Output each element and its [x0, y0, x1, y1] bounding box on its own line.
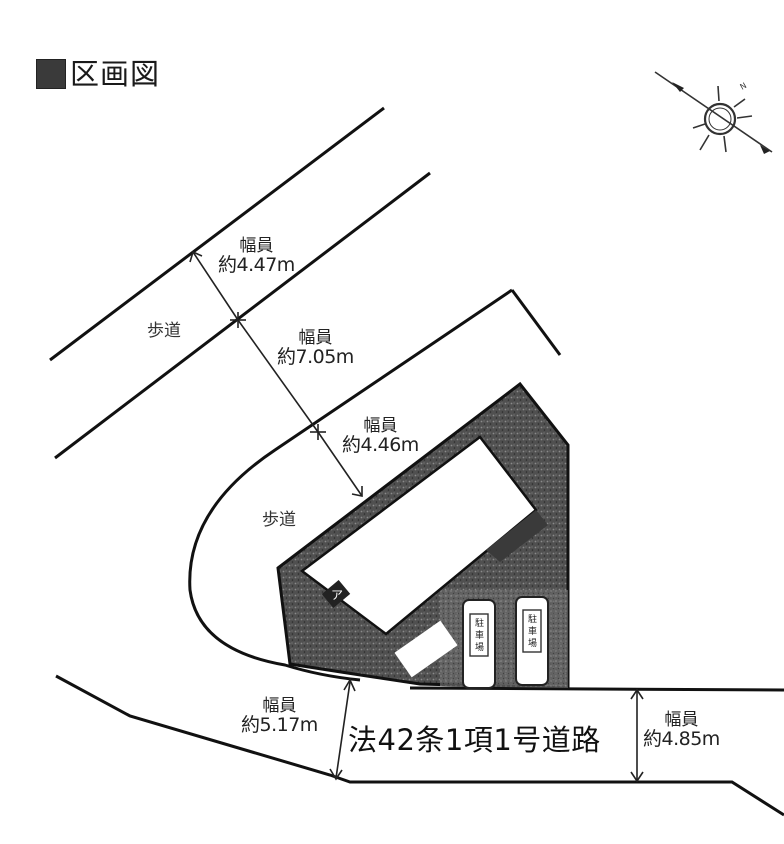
title-marker-square: [36, 59, 66, 89]
svg-text:駐: 駐: [475, 617, 484, 629]
sidewalk-label-top: 歩道: [147, 321, 181, 341]
dimension-arrows: [189, 250, 644, 783]
svg-text:場: 場: [475, 641, 484, 653]
parking-space: 駐 車 場: [462, 599, 496, 689]
entrance-mark: ア: [321, 580, 351, 608]
title-text: 区画図: [70, 57, 161, 91]
road-lines: [49, 106, 562, 682]
svg-text:ア: ア: [331, 588, 343, 602]
svg-text:駐: 駐: [528, 613, 537, 625]
svg-text:場: 場: [528, 637, 537, 649]
svg-text:N: N: [739, 81, 749, 92]
dimension-label-carriageway: 幅員 約7.05m: [277, 328, 354, 368]
parking-space: 駐 車 場: [515, 596, 549, 686]
north-arrow-compass-icon: N: [654, 71, 773, 154]
building-step: [486, 510, 548, 562]
dimension-label-front-road-right: 幅員 約4.85m: [643, 710, 720, 750]
page-title: 区画図: [36, 58, 160, 90]
dimension-label-front-road-left: 幅員 約5.17m: [241, 696, 318, 736]
lot-marker-white: [394, 620, 458, 678]
sidewalk-label-corner: 歩道: [262, 510, 296, 530]
dimension-label-sidewalk-lower: 幅員 約4.46m: [342, 416, 419, 456]
svg-text:車: 車: [475, 629, 484, 641]
dimension-label-sidewalk-top: 幅員 約4.47m: [218, 236, 295, 276]
road-classification-label: 法42条1項1号道路: [348, 723, 601, 757]
svg-text:車: 車: [528, 625, 537, 637]
